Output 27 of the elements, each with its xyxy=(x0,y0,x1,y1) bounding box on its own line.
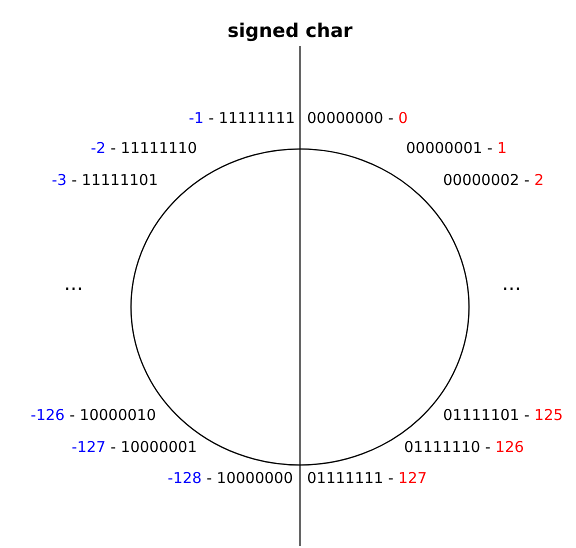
signed-value: 125 xyxy=(533,406,563,424)
signed-value: 1 xyxy=(496,139,507,157)
binary-code: - 11111111 xyxy=(207,109,295,127)
signed-value: -2 xyxy=(90,139,106,157)
binary-code: 01111101 - xyxy=(443,406,530,424)
signed-value: -127 xyxy=(72,438,106,456)
ellipsis-label: ... xyxy=(502,273,522,293)
signed-value: -1 xyxy=(188,109,204,127)
signed-value: -126 xyxy=(30,406,65,424)
binary-code: 01111111 - xyxy=(307,469,394,487)
binary-code: - 10000010 xyxy=(68,406,156,424)
signed-value: 2 xyxy=(533,171,544,189)
binary-code: 00000001 - xyxy=(406,139,493,157)
signed-value: -3 xyxy=(52,171,67,189)
signed-value: 0 xyxy=(397,109,408,127)
title: signed char xyxy=(226,20,354,42)
signed-value: -128 xyxy=(168,469,202,487)
binary-code: - 11111110 xyxy=(109,139,197,157)
signed-value: 127 xyxy=(397,469,427,487)
binary-code: - 11111101 xyxy=(70,171,158,189)
binary-code: 00000002 - xyxy=(443,171,530,189)
binary-code: - 10000001 xyxy=(109,438,197,456)
signed-value: 126 xyxy=(494,438,524,456)
binary-code: - 10000000 xyxy=(205,469,293,487)
binary-code: 01111110 - xyxy=(404,438,491,456)
binary-code: 00000000 - xyxy=(307,109,394,127)
ellipsis-label: ... xyxy=(64,273,84,293)
